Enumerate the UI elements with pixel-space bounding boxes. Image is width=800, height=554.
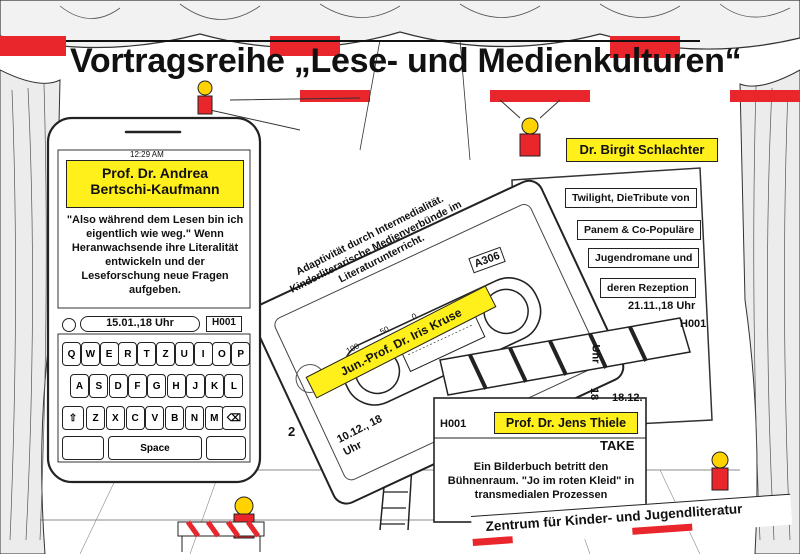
- key-a[interactable]: A: [70, 374, 89, 398]
- key-z[interactable]: Z: [156, 342, 175, 366]
- key-j[interactable]: J: [185, 374, 205, 398]
- barrier-icon: [177, 520, 265, 552]
- phone-talk-topic: "Also während dem Lesen bin ich eigentli…: [66, 214, 244, 296]
- tablet-topic-line-3: Jugendromane und: [588, 248, 700, 268]
- key-l[interactable]: L: [224, 374, 244, 398]
- phone-speaker-name-2: Bertschi-Kaufmann: [90, 181, 220, 197]
- key-f[interactable]: F: [127, 374, 147, 398]
- tablet-room: H001: [680, 318, 707, 330]
- worker-figure-1-icon: [197, 80, 213, 115]
- clapper-room: H001: [440, 418, 467, 430]
- key-d[interactable]: D: [108, 374, 128, 398]
- key-c[interactable]: C: [125, 406, 145, 430]
- phone-speaker-name-1: Prof. Dr. Andrea: [101, 165, 209, 181]
- phone-date-field: 15.01.,18 Uhr: [80, 316, 200, 332]
- clapper-time-unit: Uhr: [589, 344, 602, 364]
- key-right-blank[interactable]: [206, 436, 246, 460]
- clapper-time-number: 18: [588, 387, 601, 401]
- clapper-take: TAKE: [600, 438, 635, 453]
- key-w[interactable]: W: [80, 342, 100, 366]
- key-i[interactable]: I: [193, 342, 213, 366]
- tablet-topic-line-2: Panem & Co-Populäre: [577, 220, 702, 240]
- key-g[interactable]: G: [147, 374, 167, 398]
- worker-figure-2-icon: [499, 99, 561, 157]
- clapper-talk-topic: Ein Bilderbuch betritt den Bühnenraum. "…: [447, 461, 635, 501]
- key-b[interactable]: B: [165, 406, 185, 430]
- worker-figure-5-icon: [711, 451, 729, 491]
- key-o[interactable]: O: [212, 342, 232, 366]
- footer-text-1: Zentrum: [485, 515, 544, 535]
- key-q[interactable]: Q: [62, 342, 81, 366]
- phone-info-bar: 15.01.,18 Uhr H001: [60, 316, 250, 334]
- key-r[interactable]: R: [118, 342, 138, 366]
- key-t[interactable]: T: [137, 342, 157, 366]
- cassette-side: 2: [288, 424, 296, 439]
- key-n[interactable]: N: [185, 406, 204, 430]
- key-s[interactable]: S: [89, 374, 109, 398]
- info-circle-icon: [62, 318, 76, 332]
- clapper-speaker-box: Prof. Dr. Jens Thiele: [494, 412, 638, 434]
- page-title: Vortragsreihe „Lese- und Medienkulturen“: [70, 42, 742, 80]
- key-x[interactable]: X: [105, 406, 125, 430]
- key-left-blank[interactable]: [62, 436, 104, 460]
- tablet-date: 21.11.,18 Uhr: [628, 300, 696, 312]
- phone-speaker-box: Prof. Dr. Andrea Bertschi-Kaufmann: [66, 160, 244, 208]
- tablet-topic-line-1: Twilight, DieTribute von: [565, 188, 697, 208]
- shift-icon[interactable]: ⇧: [62, 406, 84, 430]
- tablet-speaker-box: Dr. Birgit Schlachter: [566, 138, 718, 162]
- key-k[interactable]: K: [205, 374, 225, 398]
- key-m[interactable]: M: [204, 406, 224, 430]
- clapper-date: 18.12.: [612, 392, 643, 404]
- key-p[interactable]: P: [231, 342, 251, 366]
- key-e[interactable]: E: [99, 342, 119, 366]
- space-key[interactable]: Space: [108, 436, 202, 460]
- tablet-topic-line-4: deren Rezeption: [600, 278, 696, 298]
- phone-time: 12:29 AM: [130, 150, 164, 159]
- key-h[interactable]: H: [166, 374, 186, 398]
- title-banner: Vortragsreihe „Lese- und Medienkulturen“: [0, 38, 800, 98]
- key-z[interactable]: Z: [86, 406, 105, 430]
- backspace-icon[interactable]: ⌫: [222, 406, 246, 430]
- phone-room: H001: [206, 316, 242, 332]
- key-v[interactable]: V: [145, 406, 165, 430]
- key-u[interactable]: U: [174, 342, 194, 366]
